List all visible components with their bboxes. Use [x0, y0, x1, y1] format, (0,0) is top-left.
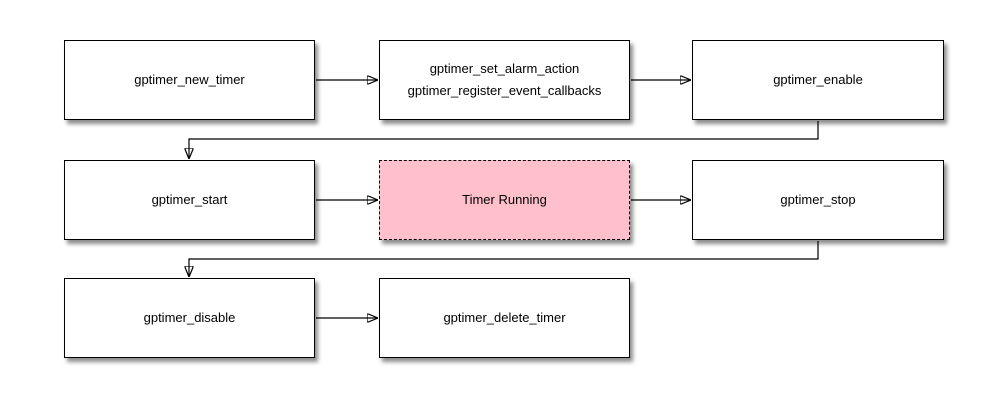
node-gptimer-start: gptimer_start: [64, 160, 315, 240]
node-label-line1: gptimer_set_alarm_action: [429, 61, 580, 76]
node-label: gptimer_start: [151, 192, 228, 207]
node-label-line2: gptimer_register_event_callbacks: [407, 83, 602, 98]
node-label: gptimer_stop: [780, 192, 856, 207]
arrow-stop-to-disable: [189, 241, 819, 276]
arrow-enable-to-start: [189, 121, 819, 158]
node-gptimer-disable: gptimer_disable: [64, 278, 315, 358]
node-label: gptimer_delete_timer: [443, 310, 566, 325]
node-gptimer-setup: gptimer_set_alarm_action gptimer_registe…: [379, 40, 630, 120]
node-label: gptimer_new_timer: [134, 72, 245, 87]
node-label: gptimer_disable: [143, 310, 236, 325]
node-timer-running-state: Timer Running: [379, 160, 630, 240]
node-label: gptimer_enable: [773, 72, 863, 87]
node-gptimer-enable: gptimer_enable: [692, 40, 944, 120]
node-gptimer-new-timer: gptimer_new_timer: [64, 40, 315, 120]
node-gptimer-delete-timer: gptimer_delete_timer: [379, 278, 630, 358]
node-label: Timer Running: [462, 192, 547, 207]
node-gptimer-stop: gptimer_stop: [692, 160, 944, 240]
